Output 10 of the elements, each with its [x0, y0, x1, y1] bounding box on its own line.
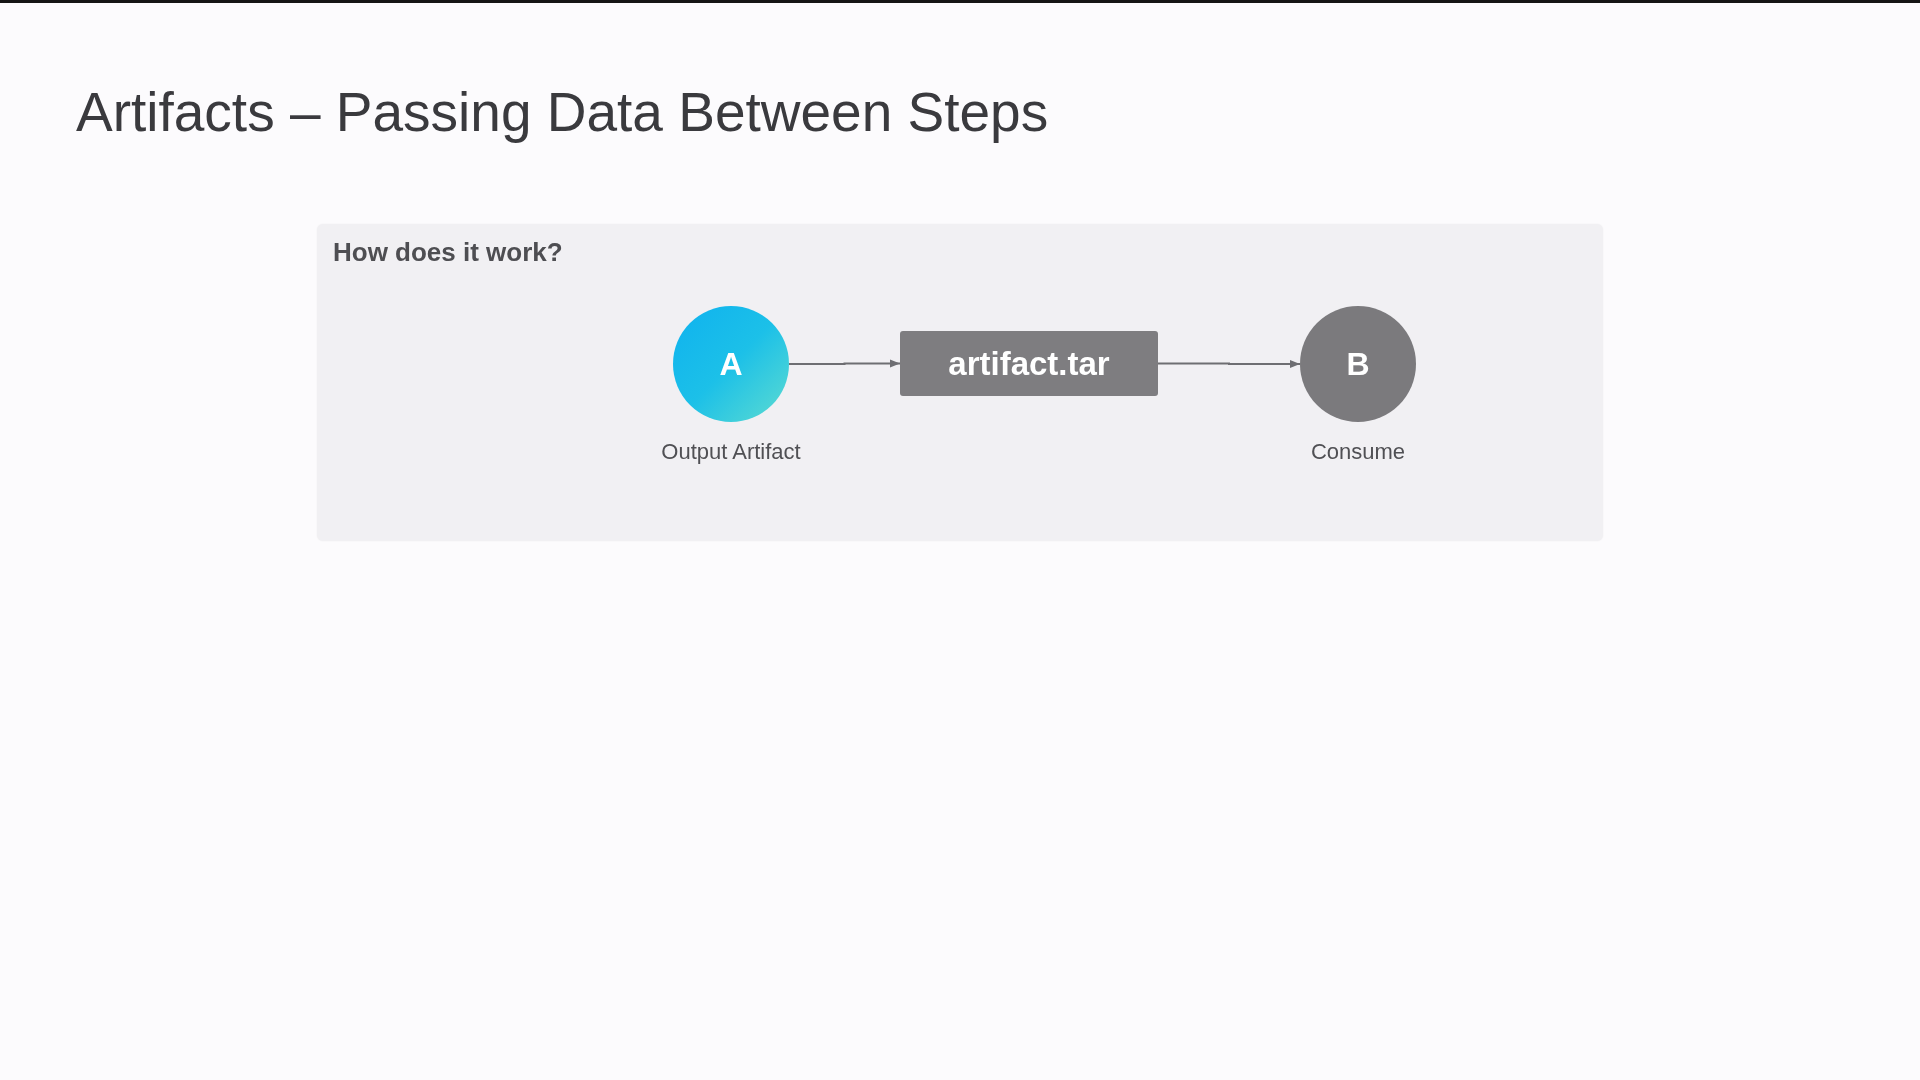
panel-background	[317, 224, 1603, 541]
arrow	[1157, 360, 1301, 368]
step-circle: A	[673, 306, 789, 422]
slide-title: Artifacts – Passing Data Between Steps	[76, 80, 1049, 145]
node-caption: Consume	[1310, 438, 1406, 466]
step-circle: B	[1300, 306, 1416, 422]
arrow	[788, 359, 901, 368]
node-caption: Output Artifact	[661, 438, 801, 466]
artifact-box: artifact.tar	[900, 331, 1158, 396]
panel-heading: How does it work?	[333, 236, 563, 268]
